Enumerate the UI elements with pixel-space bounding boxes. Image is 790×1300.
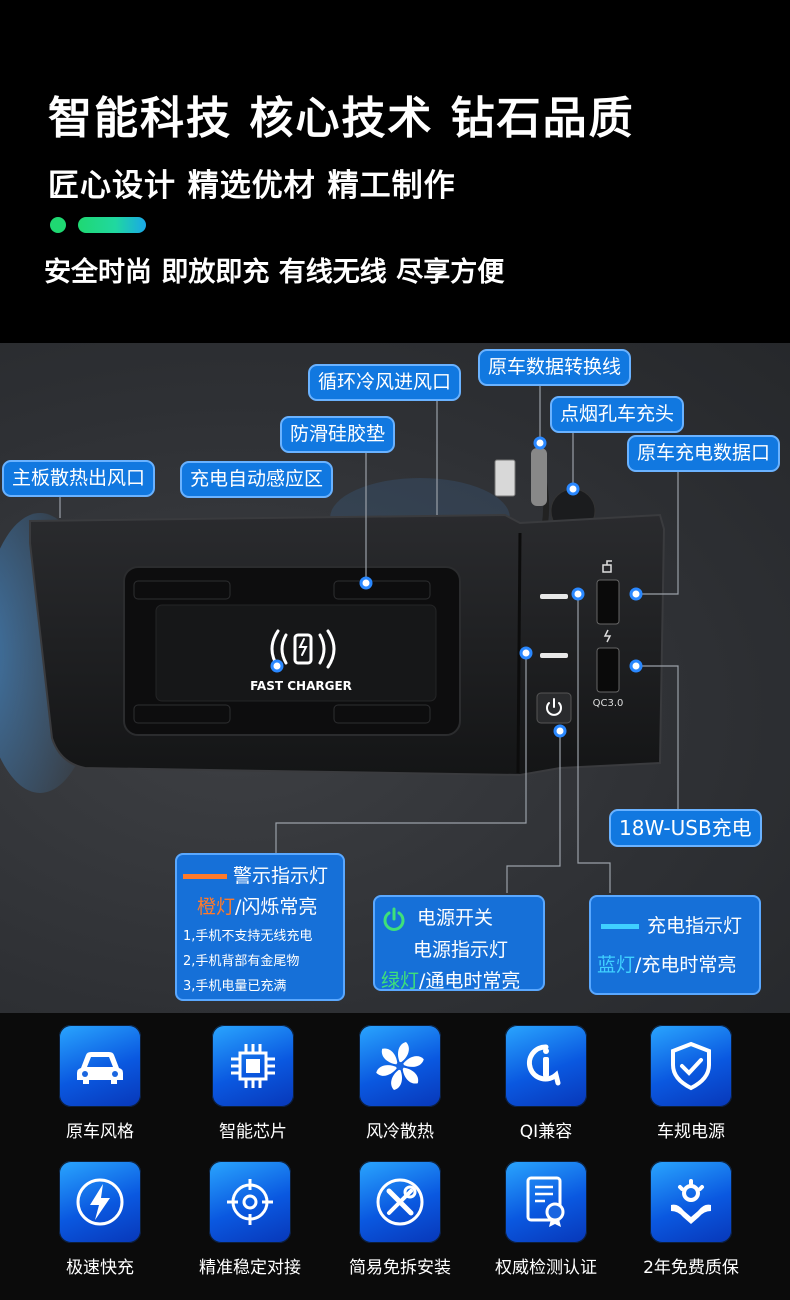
feature-label: QI兼容 (519, 1122, 573, 1142)
power-subtitle: 电源指示灯 (413, 938, 509, 961)
feature-item: 精准稳定对接 (180, 1161, 320, 1278)
warning-indicator-bar (540, 653, 568, 658)
charge-indicator-box: 充电指示灯 蓝灯/充电时常亮 (589, 895, 761, 995)
product-illustration: FAST CHARGER QC3.0 (0, 385, 679, 893)
feature-item: 权威检测认证 (476, 1161, 616, 1278)
car-icon (59, 1025, 141, 1107)
warning-reason-3: 3,手机电量已充满 (183, 979, 287, 994)
callout-anti-slip: 防滑硅胶垫 (280, 416, 396, 453)
feature-item: QI兼容 (476, 1025, 616, 1142)
fast-charge-icon (603, 629, 612, 643)
fan-icon (359, 1025, 441, 1107)
callout-cigarette-plug: 点烟孔车充头 (550, 396, 685, 433)
data-port-icon (602, 560, 612, 573)
feature-label: 极速快充 (66, 1258, 134, 1278)
chip-icon (212, 1025, 294, 1107)
feature-label: 车规电源 (657, 1122, 725, 1142)
accent-bar (78, 217, 146, 233)
warning-title: 警示指示灯 (233, 865, 329, 887)
feature-item: 风冷散热 (330, 1025, 470, 1142)
hero-banner: 智能科技 核心技术 钻石品质 匠心设计 精选优材 精工制作 安全时尚 即放即充 … (0, 0, 790, 343)
charge-state-color: 蓝灯 (597, 954, 636, 976)
feature-item: 车规电源 (621, 1025, 761, 1142)
warning-indicator-box: 警示指示灯 橙灯/闪烁常亮 1,手机不支持无线充电 2,手机背部有金尾物 3,手… (175, 853, 345, 1001)
warning-state-text: /闪烁常亮 (235, 896, 318, 918)
lightning-icon (59, 1161, 141, 1243)
callout-usb-18w: 18W-USB充电 (609, 809, 762, 847)
feature-item: 智能芯片 (183, 1025, 323, 1142)
shield-check-icon (650, 1025, 732, 1107)
callout-data-cable: 原车数据转换线 (478, 349, 632, 386)
feature-item: 简易免拆安装 (330, 1161, 470, 1278)
power-state-text: /通电时常亮 (419, 969, 521, 992)
warning-state-color: 橙灯 (197, 896, 236, 918)
feature-item: 极速快充 (30, 1161, 170, 1278)
charge-title: 充电指示灯 (647, 915, 743, 937)
usb-port-upper (596, 579, 620, 625)
usb-port-lower (596, 647, 620, 693)
qc-label: QC3.0 (593, 698, 624, 709)
usb-plug-icon (494, 459, 516, 497)
charge-state-text: /充电时常亮 (635, 954, 737, 976)
feature-item: 2年免费质保 (621, 1161, 761, 1278)
power-title: 电源开关 (417, 907, 494, 929)
callout-auto-sense: 充电自动感应区 (180, 461, 334, 498)
hero-title: 智能科技 核心技术 钻石品质 (48, 93, 635, 144)
callout-main-board-vent: 主板散热出风口 (2, 460, 156, 497)
feature-label: 2年免费质保 (643, 1258, 739, 1278)
callout-cool-air-inlet: 循环冷风进风口 (308, 364, 462, 401)
hero-tagline: 安全时尚 即放即充 有线无线 尽享方便 (44, 257, 505, 288)
tools-icon (359, 1161, 441, 1243)
feature-label: 原车风格 (66, 1122, 134, 1142)
charge-indicator-bar (540, 594, 568, 599)
warning-reason-1: 1,手机不支持无线充电 (183, 929, 313, 944)
certificate-icon (505, 1161, 587, 1243)
pad-label: FAST CHARGER (250, 679, 352, 693)
power-indicator-box: 电源开关 电源指示灯 绿灯/通电时常亮 (373, 895, 545, 992)
feature-label: 简易免拆安装 (349, 1258, 451, 1278)
data-cable-connector (531, 448, 547, 506)
feature-label: 风冷散热 (366, 1122, 434, 1142)
hero-subtitle: 匠心设计 精选优材 精工制作 (48, 168, 456, 204)
feature-item: 原车风格 (30, 1025, 170, 1142)
feature-label: 权威检测认证 (495, 1258, 597, 1278)
product-diagram: FAST CHARGER QC3.0 (0, 343, 790, 1013)
qi-icon (505, 1025, 587, 1107)
accent-dot (50, 217, 66, 233)
target-icon (209, 1161, 291, 1243)
orange-indicator-swatch (183, 874, 227, 879)
warranty-icon (650, 1161, 732, 1243)
feature-grid: 原车风格 智能芯片 风冷散热 QI兼容 车规电源 极速快充 精准稳定 (0, 1013, 790, 1300)
power-icon (546, 698, 562, 716)
cyan-indicator-swatch (601, 924, 639, 929)
power-icon (383, 907, 405, 931)
warning-reason-2: 2,手机背部有金尾物 (183, 954, 300, 969)
feature-label: 精准稳定对接 (199, 1258, 301, 1278)
power-state-color: 绿灯 (381, 969, 420, 992)
feature-label: 智能芯片 (219, 1122, 287, 1142)
callout-charge-port: 原车充电数据口 (627, 435, 781, 472)
